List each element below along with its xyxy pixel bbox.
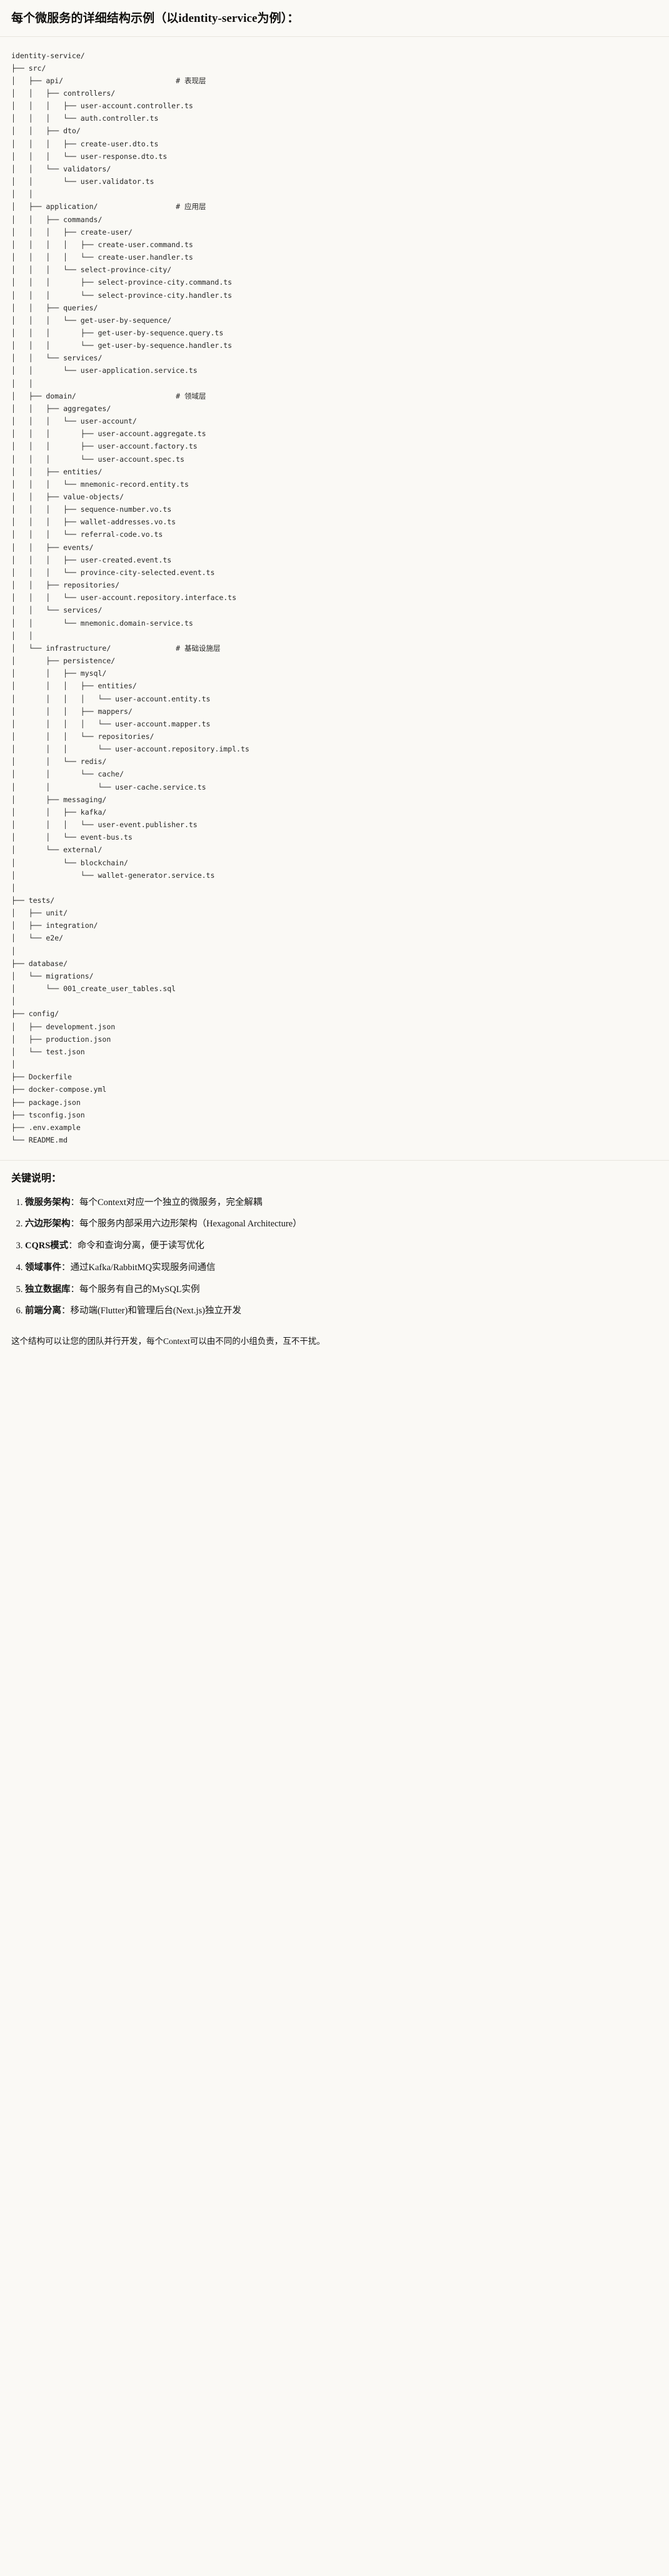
closing-paragraph: 这个结构可以让您的团队并行开发，每个Context可以由不同的小组负责，互不干扰…	[0, 1331, 669, 1361]
key-point-lead: 领域事件	[25, 1262, 61, 1273]
key-points-title: 关键说明：	[11, 1173, 62, 1184]
key-point-lead: 六边形架构	[25, 1219, 71, 1229]
key-point-lead: 微服务架构	[25, 1197, 71, 1208]
key-point-body: ：命令和查询分离，便于读写优化	[68, 1241, 204, 1251]
list-item: 六边形架构：每个服务内部采用六边形架构（Hexagonal Architectu…	[25, 1218, 658, 1231]
key-points-list: 微服务架构：每个Context对应一个独立的微服务，完全解耦 六边形架构：每个服…	[11, 1196, 658, 1319]
document-header: 每个微服务的详细结构示例（以identity-service为例）：	[0, 0, 669, 37]
key-point-body: ：移动端(Flutter)和管理后台(Next.js)独立开发	[61, 1306, 241, 1316]
key-point-lead: 独立数据库	[25, 1284, 71, 1295]
list-item: 独立数据库：每个服务有自己的MySQL实例	[25, 1283, 658, 1297]
key-point-body: ：通过Kafka/RabbitMQ实现服务间通信	[61, 1262, 216, 1273]
key-point-body: ：每个服务有自己的MySQL实例	[70, 1284, 200, 1295]
key-point-body: ：每个Context对应一个独立的微服务，完全解耦	[70, 1197, 263, 1208]
directory-tree: identity-service/ ├── src/ │ ├── api/ # …	[11, 51, 249, 1144]
key-point-body: ：每个服务内部采用六边形架构（Hexagonal Architecture）	[70, 1219, 302, 1229]
key-point-lead: 前端分离	[25, 1306, 61, 1316]
directory-tree-block: identity-service/ ├── src/ │ ├── api/ # …	[0, 36, 669, 1161]
page-title: 每个微服务的详细结构示例（以identity-service为例）：	[11, 12, 299, 25]
list-item: 领域事件：通过Kafka/RabbitMQ实现服务间通信	[25, 1261, 658, 1275]
list-item: 微服务架构：每个Context对应一个独立的微服务，完全解耦	[25, 1196, 658, 1210]
key-point-lead: CQRS模式	[25, 1241, 69, 1251]
key-points-section: 关键说明： 微服务架构：每个Context对应一个独立的微服务，完全解耦 六边形…	[0, 1161, 669, 1332]
list-item: 前端分离：移动端(Flutter)和管理后台(Next.js)独立开发	[25, 1305, 658, 1318]
list-item: CQRS模式：命令和查询分离，便于读写优化	[25, 1240, 658, 1253]
document-page: 每个微服务的详细结构示例（以identity-service为例）： ident…	[0, 0, 669, 1361]
